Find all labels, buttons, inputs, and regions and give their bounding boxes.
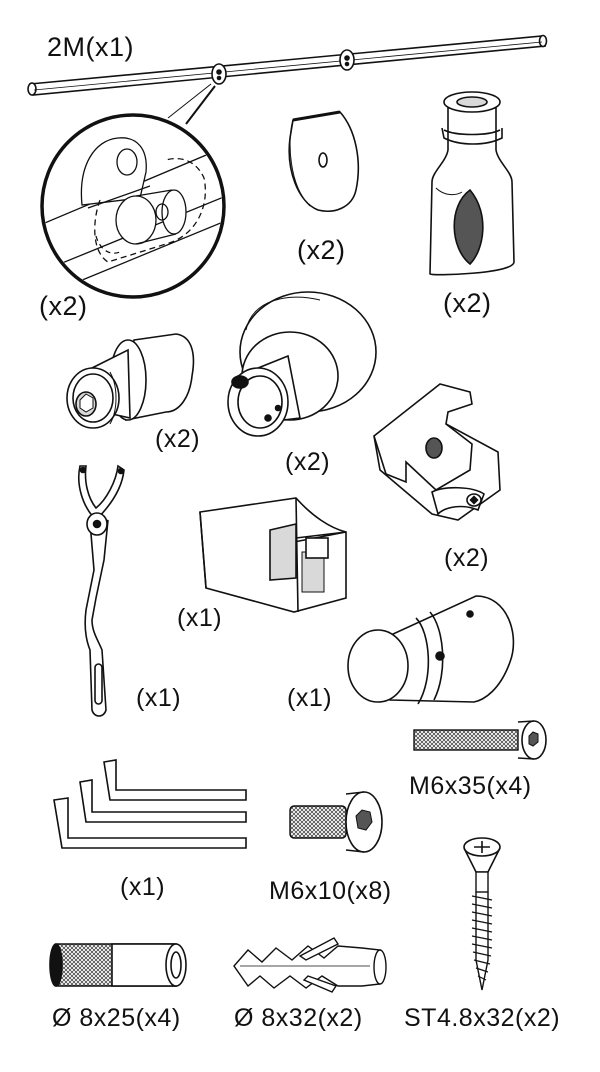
- washer-icon: [288, 110, 360, 212]
- label-wall-plug: Ø 8x32(x2): [234, 1004, 363, 1032]
- roller-wheel-icon: [227, 291, 377, 437]
- allen-keys-icon: [53, 759, 247, 849]
- label-screw-m6x35: M6x35(x4): [409, 772, 532, 800]
- label-floor-guide: (x1): [177, 604, 223, 632]
- handle-knob-icon: [347, 595, 515, 705]
- label-handle-knob: (x1): [287, 684, 333, 712]
- label-roller: (x2): [285, 448, 331, 476]
- wood-screw-icon: [463, 837, 501, 991]
- label-wood-screw: ST4.8x32(x2): [404, 1004, 561, 1032]
- floor-guide-icon: [199, 497, 347, 613]
- spanner-wrench-icon: [78, 464, 125, 717]
- screw-m6x35-icon: [413, 720, 547, 760]
- wall-plug-icon: [233, 937, 387, 993]
- label-end-stopper: (x2): [443, 288, 492, 318]
- end-stopper-icon: [429, 91, 515, 276]
- label-spanner: (x1): [136, 684, 182, 712]
- label-rail: 2M(x1): [47, 32, 135, 62]
- rail-clamp-icon: [373, 383, 501, 521]
- label-allen-keys: (x1): [120, 873, 166, 901]
- label-rail-clamp: (x2): [444, 544, 490, 572]
- wall-bracket-icon: [66, 333, 195, 429]
- label-rail-connector: (x2): [39, 291, 88, 321]
- label-wall-bracket: (x2): [155, 425, 201, 453]
- rail-icon: [27, 34, 548, 96]
- screw-m6x10-icon: [289, 791, 383, 853]
- label-washer: (x2): [297, 235, 346, 265]
- label-screw-m6x10: M6x10(x8): [269, 877, 392, 905]
- label-sleeve: Ø 8x25(x4): [52, 1004, 181, 1032]
- magnifier-icon: [40, 83, 226, 299]
- sleeve-icon: [49, 943, 187, 987]
